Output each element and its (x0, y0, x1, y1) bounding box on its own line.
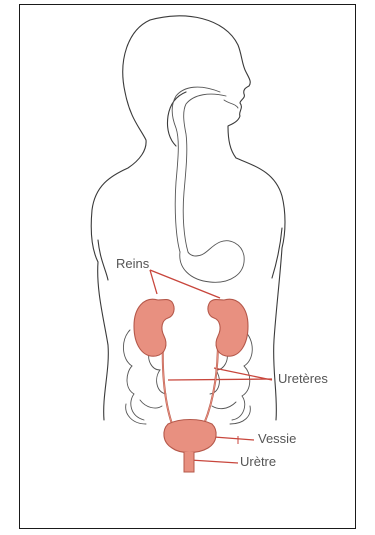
bladder (164, 420, 216, 453)
right-kidney (208, 299, 248, 356)
left-kidney (134, 299, 174, 356)
kidneys (134, 299, 248, 356)
label-reins: Reins (116, 257, 149, 270)
label-vessie: Vessie (258, 432, 296, 445)
urethra (184, 452, 194, 472)
body-outline (91, 16, 285, 420)
label-ureteres: Uretères (278, 372, 328, 385)
label-uretre: Urètre (240, 455, 276, 468)
ureters (163, 340, 218, 424)
